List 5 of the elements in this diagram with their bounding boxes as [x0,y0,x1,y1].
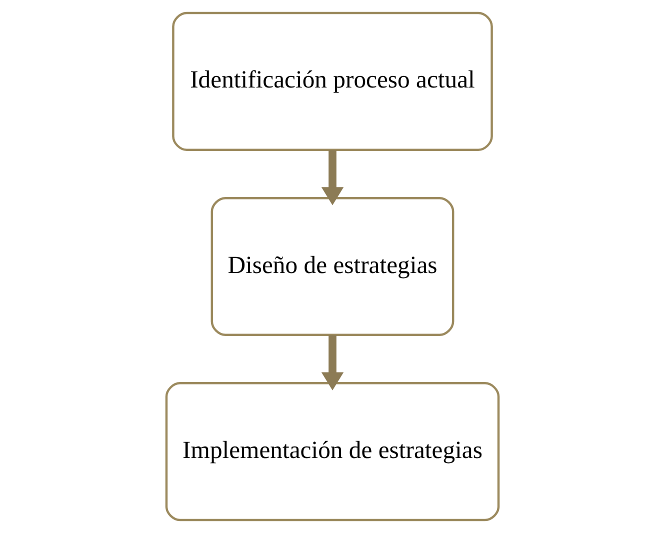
arrow [321,335,344,390]
arrow [321,150,344,206]
node-box: Identificación proceso actual [172,12,493,151]
node-box: Implementación de estrategias [165,382,500,522]
node-box: Diseño de estrategias [210,196,454,336]
